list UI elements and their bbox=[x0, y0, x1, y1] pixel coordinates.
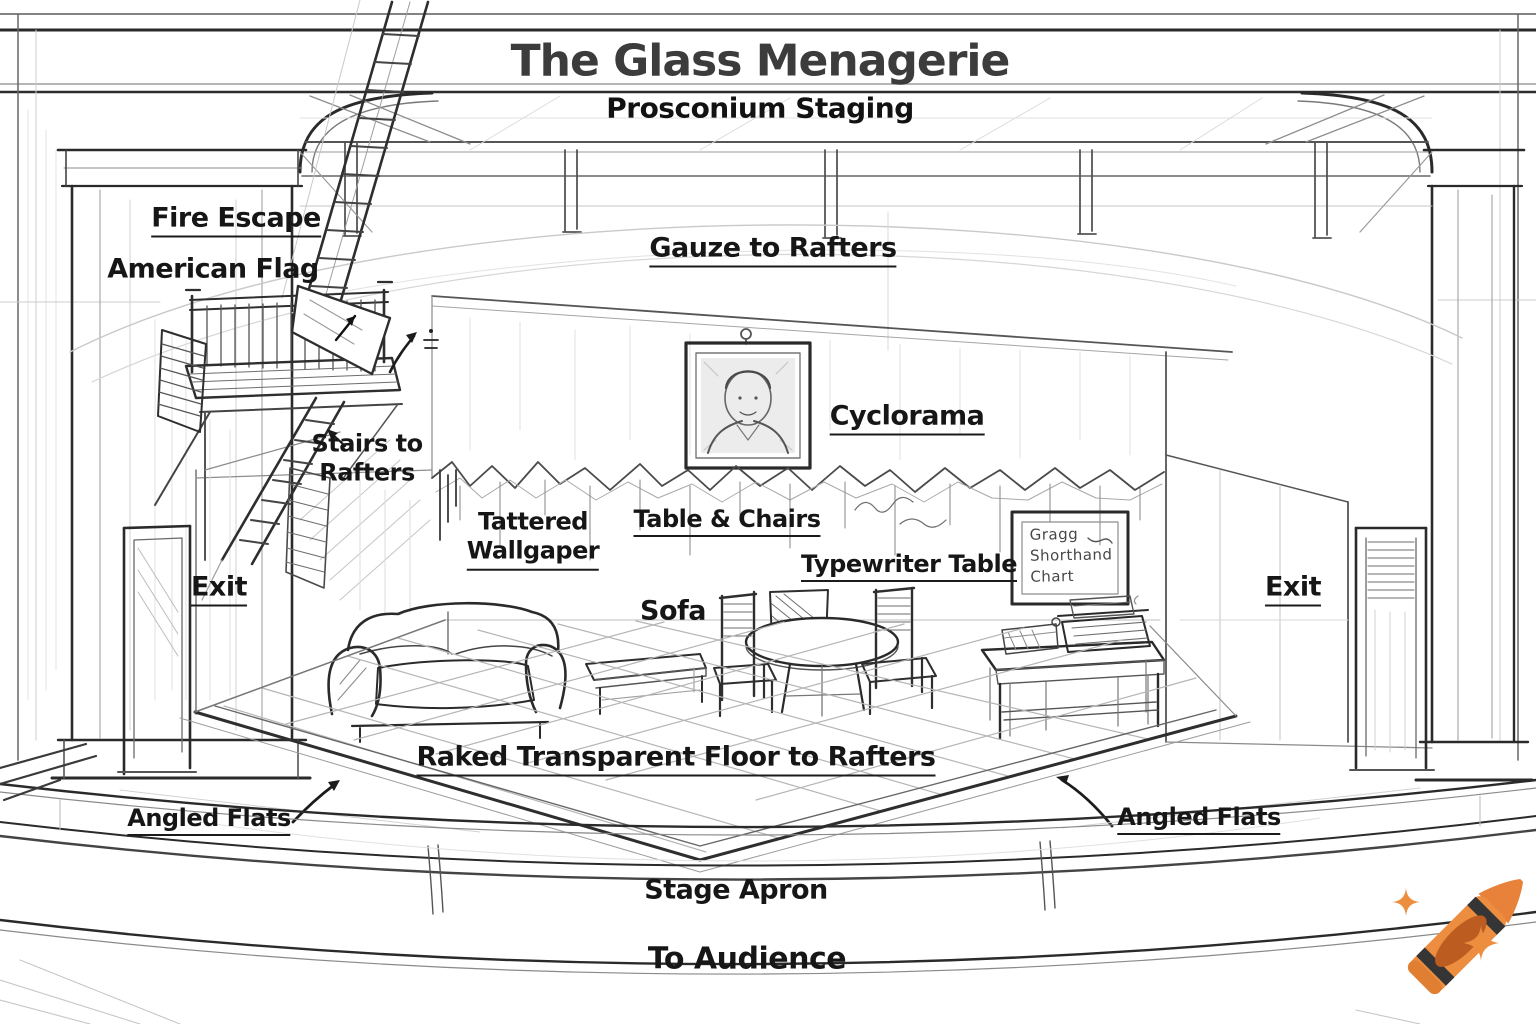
page-subtitle: Prosconium Staging bbox=[606, 91, 914, 125]
stage-apron bbox=[0, 742, 1536, 1024]
label-fire-escape: Fire Escape bbox=[151, 203, 321, 238]
label-exit-right: Exit bbox=[1264, 572, 1322, 607]
label-to-audience: To Audience bbox=[647, 941, 847, 977]
gauze-curtains bbox=[69, 211, 1463, 383]
cyclorama-wall bbox=[431, 295, 1233, 479]
annotation-arrows bbox=[291, 329, 1114, 828]
label-raked-floor: Raked Transparent Floor to Rafters bbox=[416, 742, 936, 777]
outer-frame bbox=[0, 13, 1536, 761]
label-stairs-to-rafters: Stairs to Rafters bbox=[311, 429, 423, 487]
whiteboard-text: Gragg Shorthand Chart bbox=[1029, 524, 1113, 586]
label-angled-flats-left: Angled Flats bbox=[127, 804, 291, 836]
label-sofa: Sofa bbox=[640, 595, 706, 627]
sparkle-icon bbox=[1463, 925, 1499, 961]
label-exit-left: Exit bbox=[190, 572, 248, 607]
dining-table-and-chairs bbox=[713, 586, 937, 718]
label-table-chairs: Table & Chairs bbox=[633, 505, 821, 537]
label-cyclorama: Cyclorama bbox=[829, 401, 985, 436]
sparkle-icon bbox=[1392, 888, 1420, 916]
typewriter-desk bbox=[980, 595, 1166, 740]
right-wall bbox=[1165, 351, 1433, 749]
craiyon-crayon-watermark bbox=[1392, 878, 1524, 995]
page-title: The Glass Menagerie bbox=[510, 35, 1011, 87]
left-column bbox=[50, 148, 312, 780]
label-angled-flats-right: Angled Flats bbox=[1117, 803, 1281, 835]
label-gauze-to-rafters: Gauze to Rafters bbox=[649, 233, 897, 268]
label-typewriter-table: Typewriter Table bbox=[801, 550, 1017, 582]
sofa bbox=[327, 601, 567, 743]
shorthand-chart-board bbox=[1010, 510, 1139, 606]
label-tattered-wallpaper: Tattered Wallgaper bbox=[466, 508, 600, 571]
right-column bbox=[1414, 148, 1534, 782]
left-exit-door bbox=[117, 524, 197, 776]
label-stage-apron: Stage Apron bbox=[644, 874, 828, 906]
portrait-frame bbox=[684, 328, 812, 470]
right-exit-door bbox=[1349, 526, 1435, 771]
label-american-flag: American Flag bbox=[107, 253, 319, 285]
american-flag bbox=[157, 284, 392, 589]
